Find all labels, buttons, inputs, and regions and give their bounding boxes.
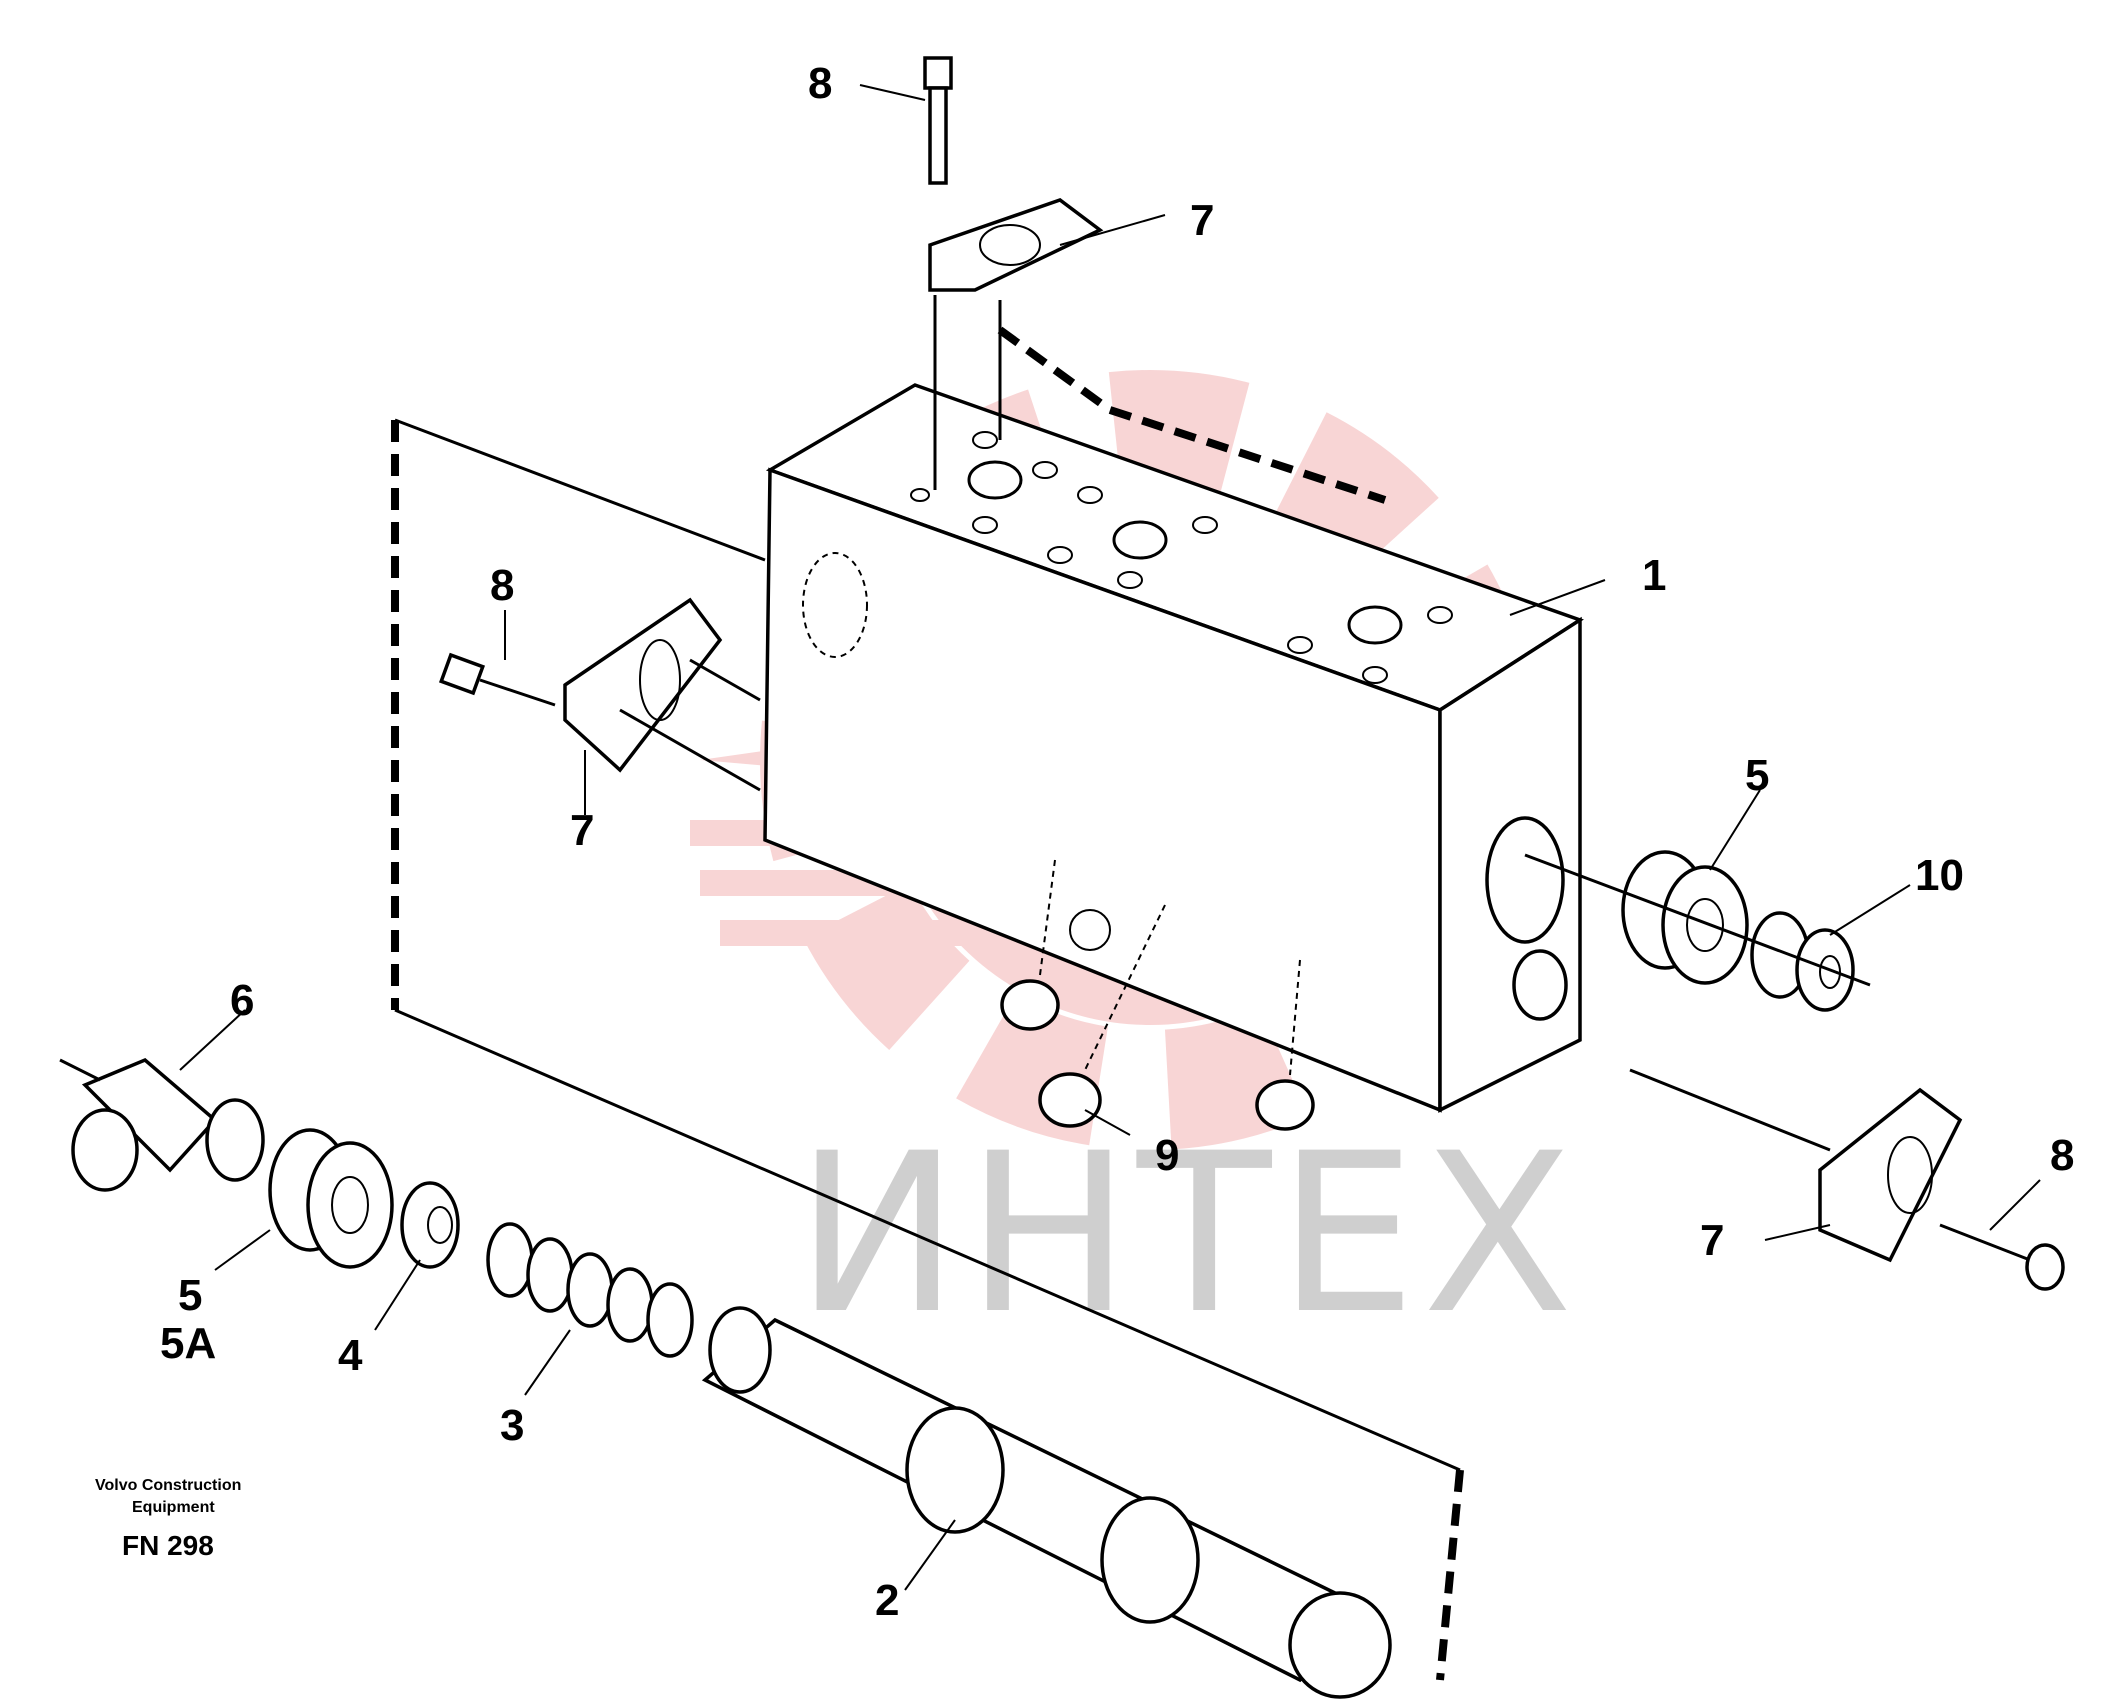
callout-8-top: 8 <box>808 59 832 108</box>
bolt-top <box>923 56 953 185</box>
valve-body <box>763 383 1584 1113</box>
callout-6: 6 <box>230 976 254 1025</box>
callout-1: 1 <box>1642 551 1666 600</box>
leader-lines <box>179 84 2041 1591</box>
bolt-right <box>1939 1223 2065 1291</box>
bolt-left <box>438 652 556 707</box>
plug-right <box>1621 850 1749 985</box>
callout-5-left: 5 <box>178 1271 202 1320</box>
spring <box>486 1222 694 1358</box>
plugs-9 <box>1000 859 1315 1131</box>
callout-8-right: 8 <box>2050 1131 2074 1180</box>
callout-5a: 5A <box>160 1319 216 1368</box>
callout-4: 4 <box>338 1331 363 1380</box>
callout-7-top: 7 <box>1190 196 1214 245</box>
fitting-10 <box>1524 853 1871 1012</box>
spool <box>701 1306 1392 1699</box>
callout-3: 3 <box>500 1401 524 1450</box>
plug-left <box>268 1128 394 1269</box>
callout-2: 2 <box>875 1576 899 1625</box>
credit-line-1: Volvo Construction <box>95 1477 241 1494</box>
washer <box>400 1181 460 1269</box>
spool-boundary <box>391 326 1464 1681</box>
flange-left <box>563 597 761 792</box>
callout-8-left: 8 <box>490 561 514 610</box>
callout-7-right: 7 <box>1700 1216 1724 1265</box>
flange-right <box>1629 1068 1963 1263</box>
flange-top <box>928 198 1104 490</box>
callout-10: 10 <box>1915 851 1964 900</box>
tee-fitting <box>59 1057 265 1192</box>
watermark-text: ИНТЕХ <box>795 1106 1579 1362</box>
callout-labels: 8 7 1 8 7 5 10 6 9 8 7 5 5A 4 3 2 <box>160 59 2074 1625</box>
credit-line-2: Equipment <box>132 1499 215 1516</box>
figure-code: FN 298 <box>122 1530 214 1561</box>
callout-7-left: 7 <box>570 806 594 855</box>
callout-5-right: 5 <box>1745 751 1769 800</box>
callout-9: 9 <box>1155 1131 1179 1180</box>
